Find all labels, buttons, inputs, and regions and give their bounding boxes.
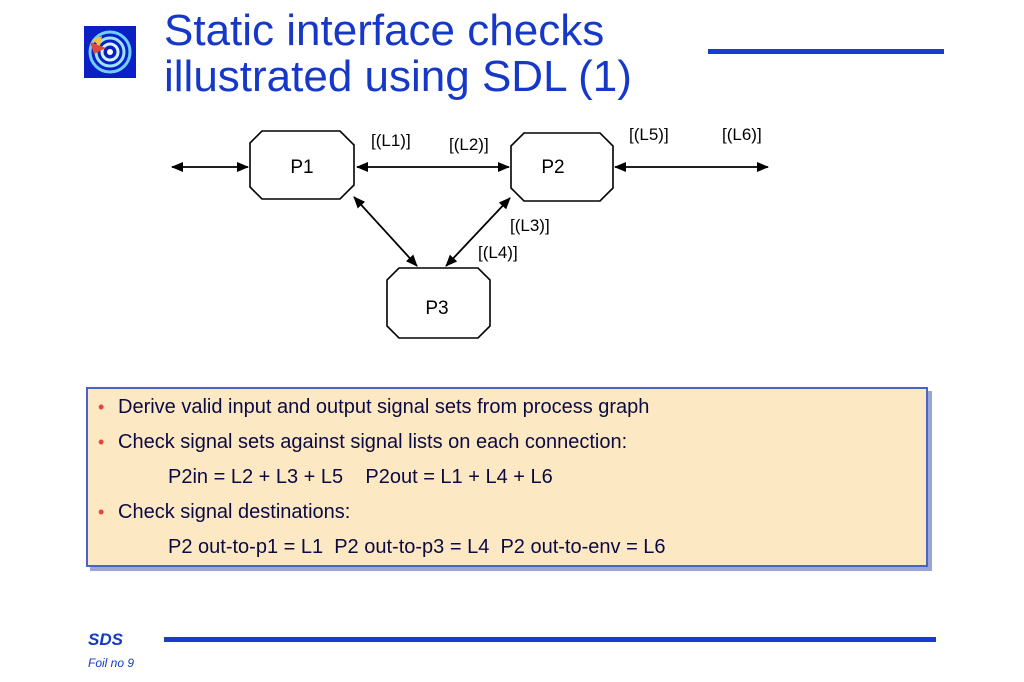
bullet-dot-icon: • <box>98 432 105 452</box>
footer-brand: SDS <box>88 630 123 649</box>
destinations-detail: P2 out-to-p1 = L1 P2 out-to-p3 = L4 P2 o… <box>168 536 666 558</box>
process-p1: P1 <box>249 130 355 200</box>
sdl-process-diagram: P1 P2 P3 [(L1)] [(L2)] [(L5)] [(L6)] [(L… <box>171 125 769 339</box>
page-title: Static interface checks illustrated usin… <box>164 8 704 100</box>
footer-rule <box>164 637 936 642</box>
bullet-item-3: • Check signal destinations: <box>98 498 350 526</box>
bullet-text-1: Derive valid input and output signal set… <box>118 396 650 418</box>
bullet-item-1: • Derive valid input and output signal se… <box>98 393 649 421</box>
process-p2: P2 <box>510 132 614 202</box>
notes-box: • Derive valid input and output signal se… <box>86 387 928 567</box>
edge-label-l5: [(L5)] <box>629 125 669 144</box>
title-line-1: Static interface checks <box>164 6 605 55</box>
edge-p1-p3 <box>353 196 418 267</box>
bullet-dot-icon: • <box>98 397 105 417</box>
edge-label-l2: [(L2)] <box>449 135 489 154</box>
process-p2-label: P2 <box>541 157 564 178</box>
edge-label-l3: [(L3)] <box>510 216 550 235</box>
process-p3: P3 <box>386 267 491 339</box>
edge-p2-p3 <box>445 197 511 267</box>
footer-foil-number: Foil no 9 <box>88 656 135 670</box>
title-rule <box>708 49 944 54</box>
bullet-text-3: Check signal destinations: <box>118 501 351 523</box>
process-p1-label: P1 <box>290 157 313 178</box>
bullet-dot-icon: • <box>98 502 105 522</box>
process-p3-label: P3 <box>425 298 448 319</box>
edge-label-l6: [(L6)] <box>722 125 762 144</box>
edge-label-l1: [(L1)] <box>371 131 411 150</box>
sds-logo-icon <box>84 26 136 78</box>
bullet-item-2: • Check signal sets against signal lists … <box>98 428 627 456</box>
title-line-2: illustrated using SDL (1) <box>164 52 632 101</box>
edge-label-l4: [(L4)] <box>478 243 518 262</box>
signal-sets-detail: P2in = L2 + L3 + L5 P2out = L1 + L4 + L6 <box>168 466 553 488</box>
bullet-text-2: Check signal sets against signal lists o… <box>118 431 628 453</box>
